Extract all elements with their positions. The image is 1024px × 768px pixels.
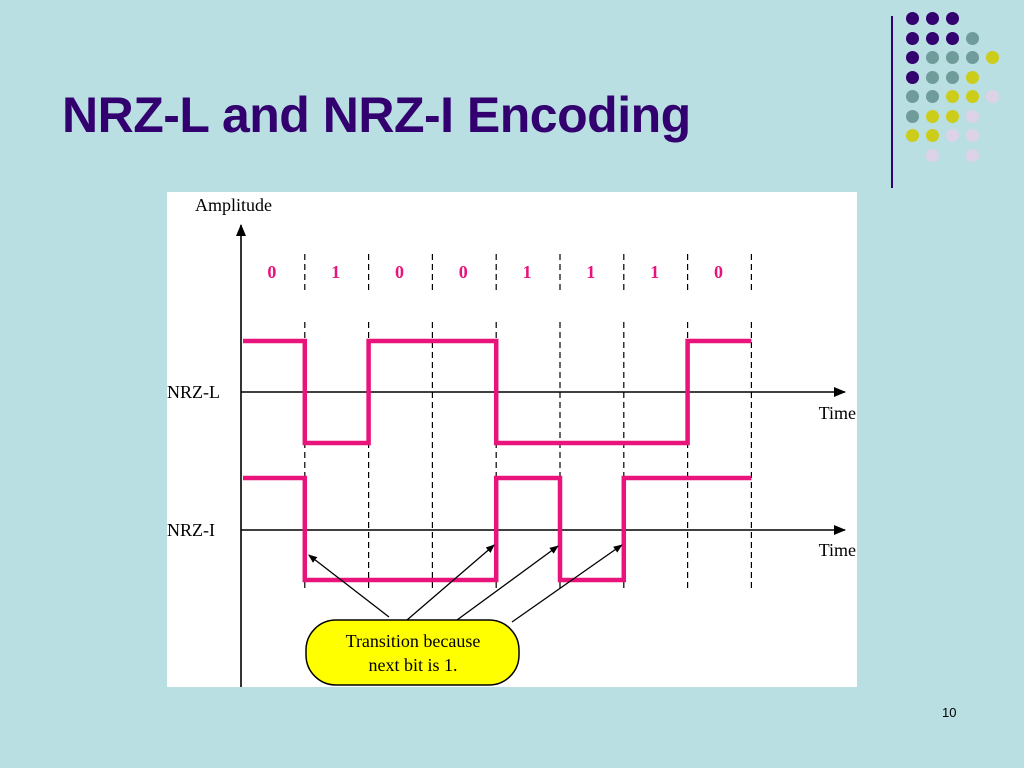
decorative-dot [986, 51, 999, 64]
decorative-divider [891, 16, 893, 188]
decorative-dot [906, 70, 919, 84]
amplitude-label: Amplitude [195, 195, 272, 215]
signal-waveform [243, 338, 752, 446]
callout-arrow [406, 544, 495, 621]
decorative-dot [926, 31, 939, 45]
decorative-dot [966, 90, 979, 103]
signal-label: NRZ-I [167, 520, 215, 540]
bit-label: 0 [395, 262, 404, 282]
decorative-dot [986, 90, 999, 103]
decorative-dot [926, 148, 939, 162]
decorative-dot [926, 70, 939, 84]
decorative-dot [926, 129, 939, 142]
decorative-dot [966, 148, 979, 162]
decorative-dot-grid [906, 12, 1016, 172]
signal-waveform [243, 475, 752, 583]
decorative-dot [926, 109, 939, 123]
bit-label: 0 [267, 262, 276, 282]
callout-bubble [305, 619, 520, 686]
callout-arrow [511, 544, 623, 623]
decorative-dot [906, 109, 919, 123]
time-axis-label: Time [819, 403, 856, 423]
decorative-dot [946, 129, 959, 142]
bit-label: 0 [459, 262, 468, 282]
decorative-dot [926, 12, 939, 25]
bit-label: 1 [586, 262, 595, 282]
signal-label: NRZ-L [167, 382, 220, 402]
callout-arrow [308, 554, 390, 618]
decorative-dot [966, 129, 979, 142]
callout-arrow [456, 545, 559, 621]
slide-title: NRZ-L and NRZ-I Encoding [62, 87, 691, 143]
bit-label: 1 [523, 262, 532, 282]
callout-text: Transition because [346, 631, 481, 651]
decorative-dot [966, 31, 979, 45]
decorative-dot [906, 31, 919, 45]
decorative-dot [946, 90, 959, 103]
decorative-dot [966, 51, 979, 64]
decorative-dot [906, 12, 919, 25]
decorative-dot [966, 70, 979, 84]
decorative-dot [946, 12, 959, 25]
page-number: 10 [942, 705, 957, 720]
decorative-dot [946, 31, 959, 45]
decorative-dot [926, 51, 939, 64]
decorative-dot [946, 51, 959, 64]
bit-label: 0 [714, 262, 723, 282]
bit-label: 1 [650, 262, 659, 282]
decorative-dot [906, 129, 919, 142]
time-axis-label: Time [819, 540, 856, 560]
decorative-dot [926, 90, 939, 103]
decorative-dot [906, 90, 919, 103]
decorative-dot [946, 109, 959, 123]
bit-label: 1 [331, 262, 340, 282]
decorative-dot [966, 109, 979, 123]
decorative-dot [946, 70, 959, 84]
decorative-dot [906, 51, 919, 64]
callout-text: next bit is 1. [369, 655, 458, 675]
